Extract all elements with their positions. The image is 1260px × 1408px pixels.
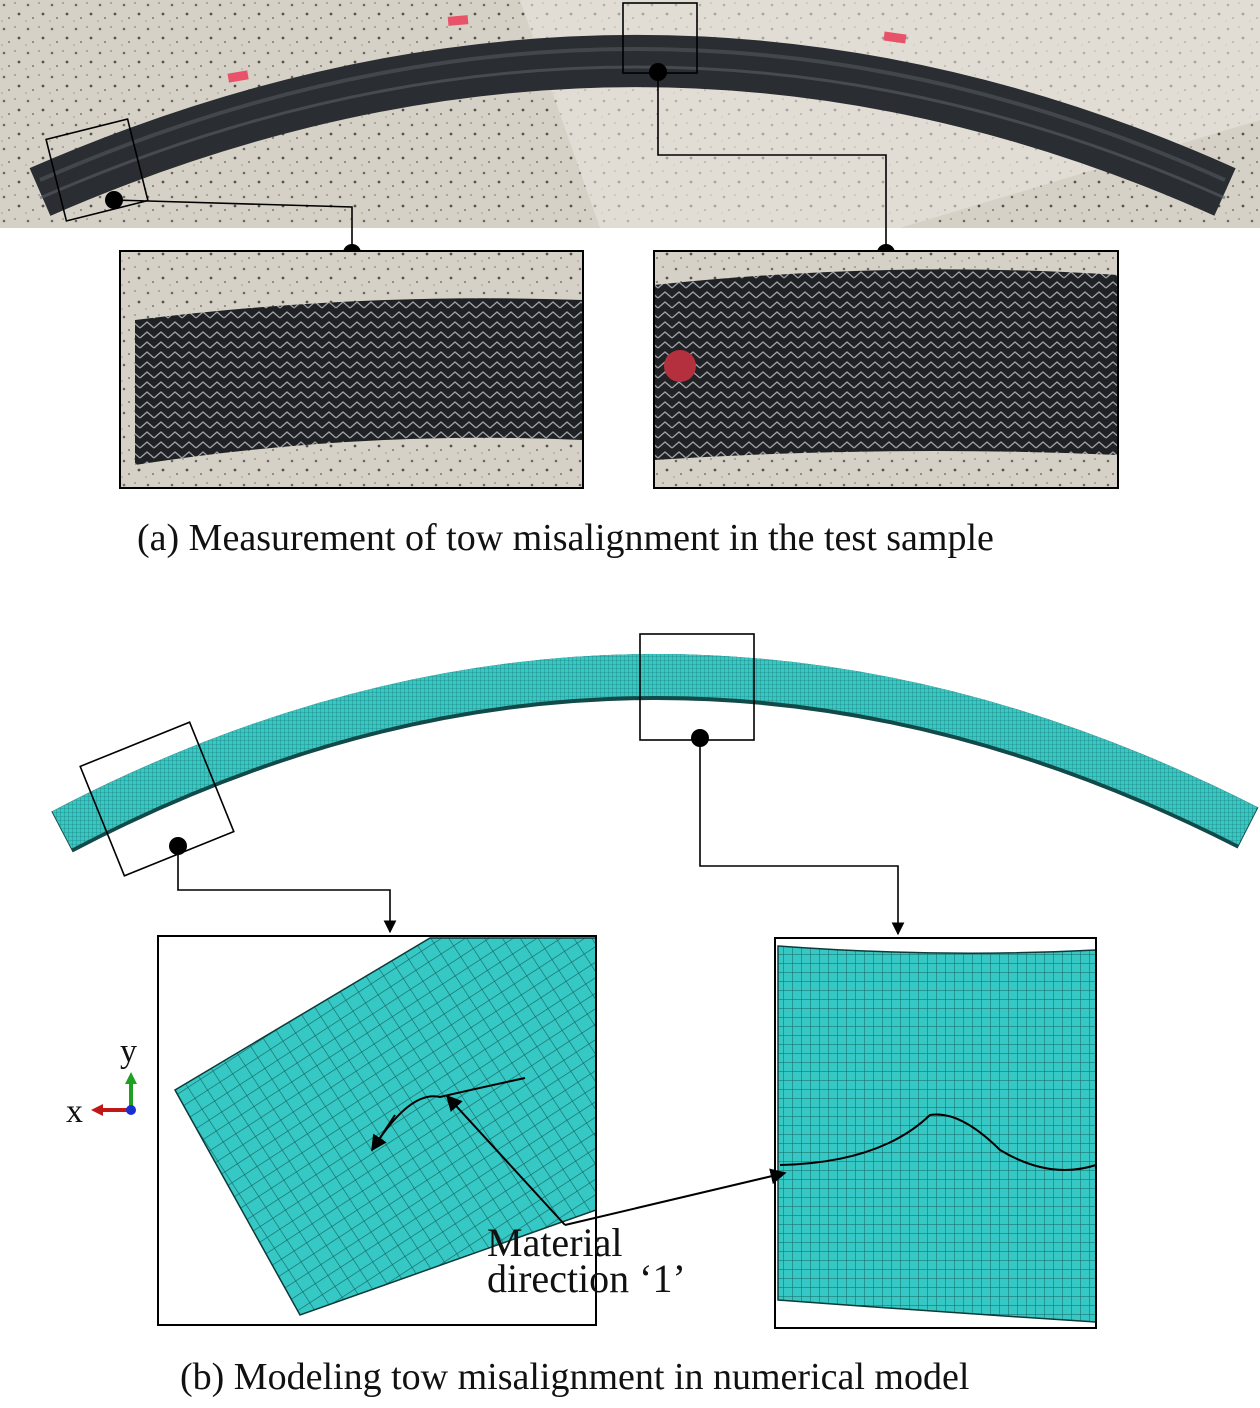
annotation-direction: direction ‘1’ — [487, 1256, 686, 1301]
annotation-arrows — [445, 1094, 787, 1226]
axis-x-label: x — [66, 1093, 83, 1130]
callout-connectors-b — [177, 738, 905, 936]
inset-mesh-left — [157, 935, 597, 1326]
inset-photo-left — [119, 250, 584, 489]
inset-mesh-right — [774, 937, 1097, 1329]
caption-b: (b) Modeling tow misalignment in numeric… — [180, 1356, 970, 1398]
callout-connectors-a — [113, 72, 887, 253]
inset-photo-right — [653, 250, 1119, 489]
annotation-material: Material — [487, 1220, 623, 1265]
axis-y-label: y — [120, 1033, 137, 1070]
caption-a: (a) Measurement of tow misalignment in t… — [137, 517, 994, 559]
sample-photo — [0, 0, 1260, 228]
axis-triad: y x — [66, 1033, 137, 1130]
zoom-box-left — [45, 118, 149, 222]
